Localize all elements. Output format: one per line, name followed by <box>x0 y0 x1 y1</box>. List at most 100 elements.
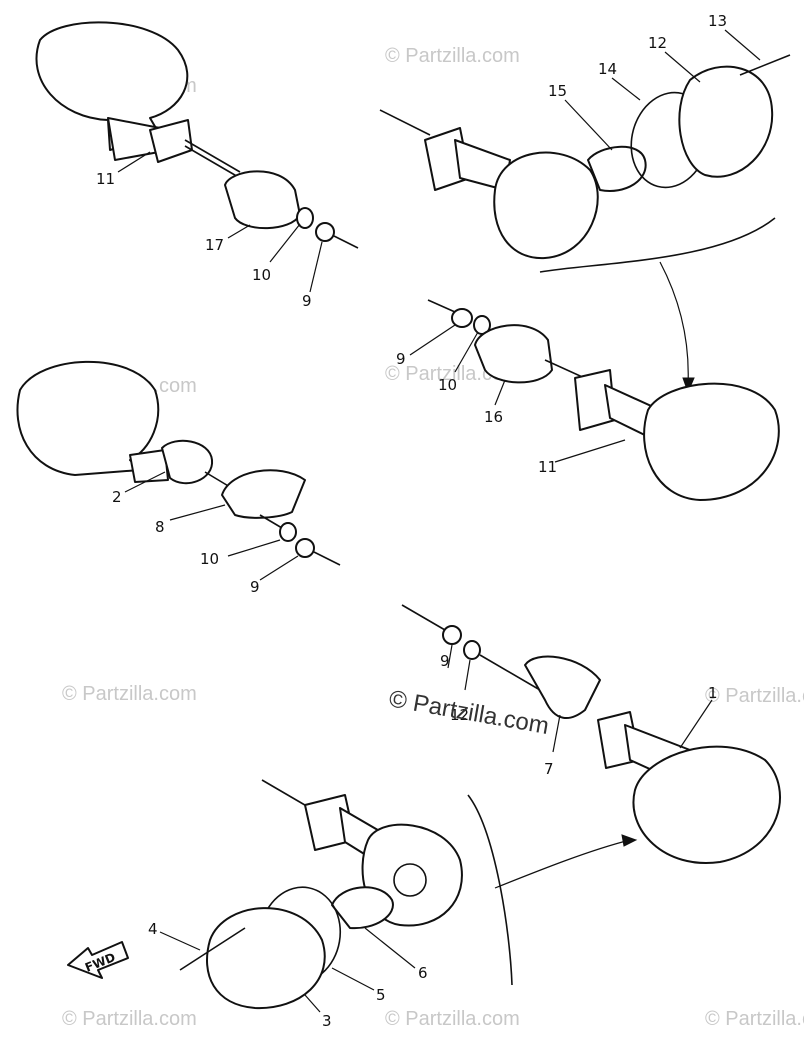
leader <box>409 324 456 356</box>
callout-14: 14 <box>598 60 617 78</box>
nut-9 <box>451 308 473 328</box>
bulb-6 <box>331 886 394 930</box>
fwd-arrow-icon <box>67 941 129 979</box>
wire <box>259 514 283 529</box>
wire <box>313 551 341 566</box>
watermark: © Partzilla.com <box>62 1008 197 1030</box>
callout-2: 2 <box>112 488 122 506</box>
turn-signal-lens-1 <box>632 745 781 865</box>
callout-labels: 11 17 10 9 13 12 14 15 9 10 16 11 2 8 10… <box>96 12 727 1030</box>
callout-9: 9 <box>250 578 260 596</box>
leader <box>227 224 251 239</box>
callout-16: 16 <box>484 408 503 426</box>
callout-7: 7 <box>544 760 554 778</box>
threaded-stud <box>184 145 241 179</box>
lens-body <box>493 151 599 260</box>
watermark: © Partzilla.com <box>385 45 520 67</box>
stem-2 <box>129 449 169 483</box>
turn-signal-lens-2 <box>16 360 160 476</box>
watermark: © Partzilla.com <box>62 683 197 705</box>
forward-direction-arrow: FWD <box>67 941 129 979</box>
callout-9: 9 <box>440 652 450 670</box>
callout-11: 11 <box>538 458 557 476</box>
assembly-bottom <box>179 779 638 1010</box>
screw-13 <box>739 54 791 76</box>
callout-8: 8 <box>155 518 165 536</box>
assembly-arrow <box>659 261 689 386</box>
bracket-8 <box>221 469 306 519</box>
leader <box>454 331 479 373</box>
callout-12: 12 <box>450 706 469 724</box>
leader <box>679 699 713 749</box>
bracket-brace <box>539 217 776 273</box>
washer-12 <box>463 640 481 660</box>
arrowhead <box>621 834 638 847</box>
leader <box>117 151 151 173</box>
assembly-middle-right <box>427 299 780 501</box>
washer-10 <box>279 522 297 542</box>
callout-13: 13 <box>708 12 727 30</box>
nut-9 <box>295 538 315 558</box>
washer-10 <box>296 207 314 229</box>
spacer-16 <box>474 324 553 384</box>
bracket-brace <box>467 794 513 986</box>
assembly-top-right <box>379 54 791 394</box>
leader <box>331 967 375 991</box>
callout-10: 10 <box>438 376 457 394</box>
screw-4 <box>179 927 246 971</box>
callout-15: 15 <box>548 82 567 100</box>
nut-9 <box>442 625 462 645</box>
bulb-15 <box>587 145 647 192</box>
assembly-arrow <box>494 839 631 889</box>
center-watermark: © Partzilla.com <box>387 685 551 740</box>
leader <box>169 504 226 521</box>
spacer-17 <box>224 170 301 230</box>
assembly-top-left <box>35 21 359 249</box>
callout-5: 5 <box>376 986 386 1004</box>
assembly-middle-left <box>16 360 341 566</box>
wire <box>261 779 311 809</box>
leader <box>611 77 641 101</box>
signal-lens-3 <box>206 907 326 1010</box>
callout-6: 6 <box>418 964 428 982</box>
leader <box>664 51 701 83</box>
threaded-stud <box>184 139 241 173</box>
watermark: © Partzilla.com <box>705 1008 804 1030</box>
leader <box>447 644 453 669</box>
callout-10: 10 <box>200 550 219 568</box>
signal-lens-12 <box>678 65 774 178</box>
wire <box>427 299 456 313</box>
leader <box>724 29 761 61</box>
callout-10: 10 <box>252 266 271 284</box>
leader <box>552 714 561 753</box>
callout-3: 3 <box>322 1012 332 1030</box>
watermark: © Partzilla.com <box>705 685 804 707</box>
wire <box>379 109 431 136</box>
callout-4: 4 <box>148 920 158 938</box>
turn-signal-lens-11 <box>35 21 189 151</box>
leader <box>269 223 301 263</box>
leader <box>364 927 416 969</box>
leader <box>554 439 626 463</box>
leader <box>564 99 613 151</box>
turn-signal-lens-11 <box>643 382 780 501</box>
callout-12: 12 <box>648 34 667 52</box>
nut-9 <box>315 222 335 242</box>
callout-9: 9 <box>302 292 312 310</box>
leader <box>124 471 166 493</box>
leader <box>309 241 323 293</box>
callout-17: 17 <box>205 236 224 254</box>
leader <box>494 379 506 406</box>
leader <box>464 659 471 691</box>
callout-1: 1 <box>708 684 718 702</box>
leader <box>259 555 299 581</box>
leader <box>304 994 321 1013</box>
leader-lines <box>117 29 761 1013</box>
assembly-lower-right <box>401 604 781 865</box>
flange-2 <box>161 439 214 485</box>
wire <box>401 604 446 631</box>
leader <box>159 931 201 951</box>
watermark: © Partzilla.com <box>385 1008 520 1030</box>
